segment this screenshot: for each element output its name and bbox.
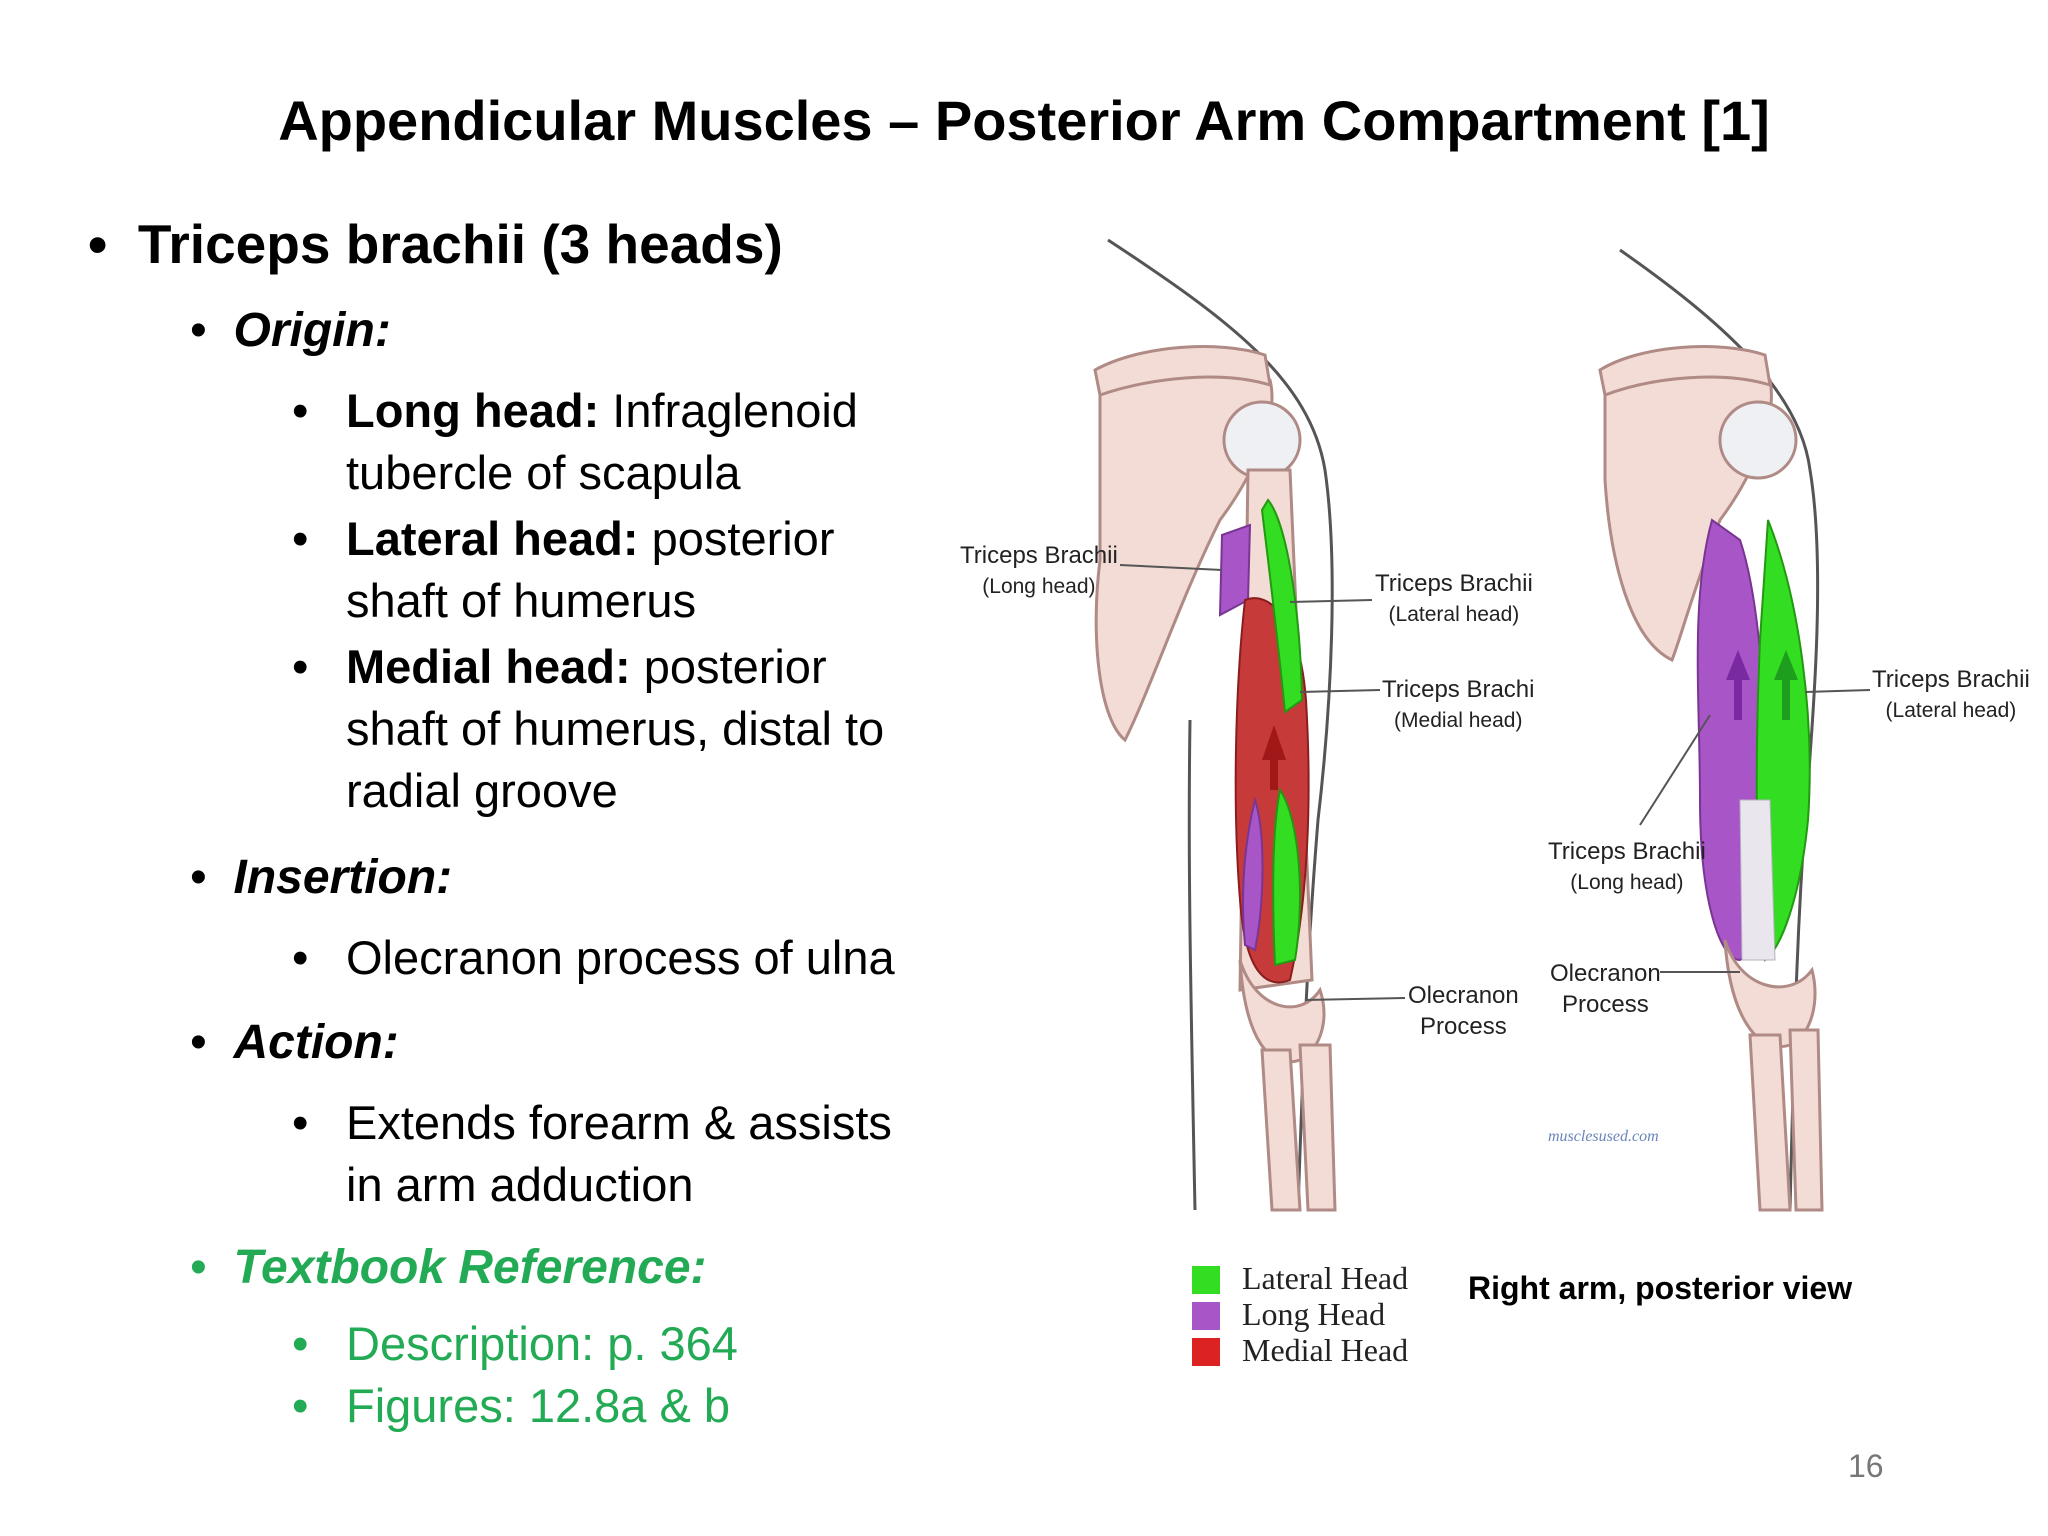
label-left-lateral-head-line1: Triceps Brachii xyxy=(1375,570,1533,597)
label-left-lateral-head-line2: (Lateral head) xyxy=(1388,603,1520,626)
label-left-lateral-head: Triceps Brachii (Lateral head) xyxy=(1375,568,1533,630)
origin-medial-head-line1: posterior xyxy=(630,640,827,693)
reference-description-text: Description: p. 364 xyxy=(346,1317,738,1370)
leader-line-right-lateral-head xyxy=(1804,689,1871,693)
origin-heading: • Origin: xyxy=(190,303,391,358)
label-right-long-head-line2: (Long head) xyxy=(1570,871,1684,894)
bullet-dot: • xyxy=(190,1241,234,1294)
left-olecranon xyxy=(1238,959,1326,1064)
label-left-olecranon-line2: Process xyxy=(1420,1013,1507,1040)
bullet-dot: • xyxy=(292,1317,309,1370)
bullet-dot: • xyxy=(292,384,309,437)
label-right-lateral-head: Triceps Brachii (Lateral head) xyxy=(1872,664,2030,726)
label-right-lateral-head-line1: Triceps Brachii xyxy=(1872,666,2030,693)
reference-figures-text: Figures: 12.8a & b xyxy=(346,1379,731,1432)
label-left-long-head-line1: Triceps Brachii xyxy=(960,542,1118,569)
legend-label-lateral: Lateral Head xyxy=(1242,1260,1409,1296)
action-line1: Extends forearm & assists xyxy=(346,1096,892,1149)
bullet-dot: • xyxy=(292,512,309,565)
bullet-dot: • xyxy=(292,931,309,984)
page-number: 16 xyxy=(1848,1448,1884,1484)
origin-medial-head-line3: radial groove xyxy=(346,764,618,817)
left-lateral-head-muscle xyxy=(1260,498,1304,714)
main-bullet-text: Triceps brachii (3 heads) xyxy=(137,213,783,275)
label-left-medial-head-line1: Triceps Brachi xyxy=(1382,676,1535,703)
main-bullet: • Triceps brachii (3 heads) xyxy=(88,212,783,276)
leader-line-left-medial-head xyxy=(1299,689,1381,693)
left-long-head-lower xyxy=(1242,796,1264,952)
left-arm-inner-outline xyxy=(1187,719,1197,1211)
label-left-medial-head: Triceps Brachi (Medial head) xyxy=(1382,674,1534,736)
label-right-olecranon-line2: Process xyxy=(1562,991,1649,1018)
reference-heading-text: Textbook Reference: xyxy=(233,1241,707,1294)
bullet-dot: • xyxy=(190,304,234,357)
right-triceps-tendon xyxy=(1739,799,1776,961)
right-humeral-head xyxy=(1718,400,1798,480)
left-arrow-icon xyxy=(1262,725,1286,790)
legend-swatch-lateral xyxy=(1192,1266,1220,1294)
legend-label-long: Long Head xyxy=(1242,1296,1386,1332)
left-lateral-head-lower xyxy=(1272,787,1301,967)
action-heading-text: Action: xyxy=(233,1016,399,1069)
action-line2: in arm adduction xyxy=(346,1158,694,1211)
origin-lateral-head-line1: posterior xyxy=(638,512,835,565)
right-acromion xyxy=(1598,345,1772,398)
slide-title: Appendicular Muscles – Posterior Arm Com… xyxy=(278,89,1770,152)
bullet-dot: • xyxy=(292,1096,309,1149)
origin-lateral-head-label: Lateral head: xyxy=(346,512,639,565)
label-right-long-head: Triceps Brachii (Long head) xyxy=(1548,836,1706,898)
origin-long-head-line1: Infraglenoid xyxy=(599,384,858,437)
label-left-medial-head-line2: (Medial head) xyxy=(1394,709,1523,732)
leader-line-left-lateral-head xyxy=(1289,599,1373,603)
triceps-anatomy-illustration xyxy=(1093,238,1871,1212)
right-forearm-bones xyxy=(1748,1028,1824,1212)
legend-swatch-long xyxy=(1192,1302,1220,1330)
right-arrow-icon-purple xyxy=(1726,650,1750,720)
action-heading: • Action: xyxy=(190,1015,399,1070)
figure-caption: Right arm, posterior view xyxy=(1468,1270,1853,1306)
bullet-dot: • xyxy=(292,640,309,693)
left-humeral-head xyxy=(1222,400,1302,480)
bullet-dot: • xyxy=(190,1016,234,1069)
watermark-text: musclesused.com xyxy=(1548,1128,1659,1145)
left-forearm-bones xyxy=(1260,1043,1337,1212)
insertion-item-text: Olecranon process of ulna xyxy=(346,931,895,984)
leader-line-left-long-head xyxy=(1119,564,1223,571)
right-arrow-icon-green xyxy=(1774,650,1798,720)
label-left-olecranon: Olecranon Process xyxy=(1408,980,1519,1042)
label-right-olecranon-line1: Olecranon xyxy=(1550,960,1661,987)
origin-long-head-label: Long head: xyxy=(346,384,600,437)
insertion-heading: • Insertion: xyxy=(190,850,452,905)
origin-medial-head-label: Medial head: xyxy=(346,640,631,693)
bullet-dot: • xyxy=(190,851,234,904)
bullet-dot: • xyxy=(292,1379,309,1432)
label-left-long-head: Triceps Brachii (Long head) xyxy=(960,540,1118,602)
bullet-dot: • xyxy=(88,213,138,275)
leader-line-right-long-head xyxy=(1639,714,1711,826)
origin-lateral-head-line2: shaft of humerus xyxy=(346,574,697,627)
origin-medial-head-line2: shaft of humerus, distal to xyxy=(346,702,885,755)
right-olecranon xyxy=(1723,939,1817,1049)
label-left-olecranon-line1: Olecranon xyxy=(1408,982,1519,1009)
left-acromion xyxy=(1093,345,1272,397)
insertion-heading-text: Insertion: xyxy=(233,851,453,904)
legend-label-medial: Medial Head xyxy=(1242,1332,1409,1368)
origin-long-head-line2: tubercle of scapula xyxy=(346,446,741,499)
label-left-long-head-line2: (Long head) xyxy=(982,575,1096,598)
origin-heading-text: Origin: xyxy=(233,304,391,357)
label-right-lateral-head-line2: (Lateral head) xyxy=(1885,699,2017,722)
label-right-long-head-line1: Triceps Brachii xyxy=(1548,838,1706,865)
leader-line-left-olecranon xyxy=(1304,997,1406,1001)
reference-heading: • Textbook Reference: xyxy=(190,1240,707,1295)
label-right-olecranon: Olecranon Process xyxy=(1550,958,1661,1020)
legend-swatch-medial xyxy=(1192,1338,1220,1366)
